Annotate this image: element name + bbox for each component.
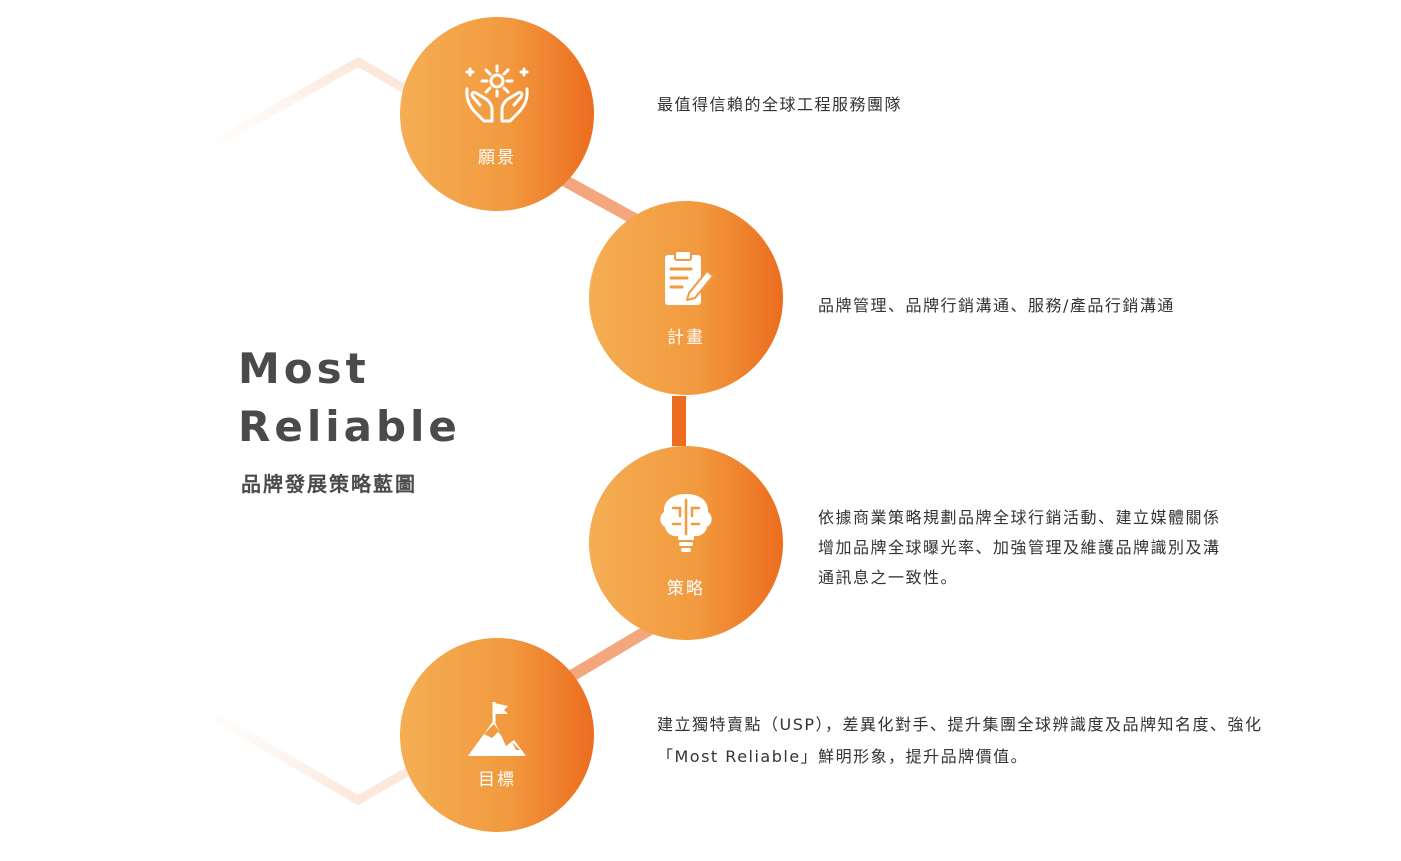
strategy-label: 策略	[667, 579, 705, 599]
hands-sparkle-icon	[465, 64, 529, 123]
strategy-description-line-3: 通訊息之一致性。	[818, 568, 959, 587]
brain-bulb-icon	[660, 494, 712, 552]
plan-description: 品牌管理、品牌行銷溝通、服務/產品行銷溝通	[818, 296, 1175, 315]
title-line-2: Reliable	[238, 402, 461, 451]
plan-node: 計畫	[589, 201, 783, 395]
goal-node: 目標	[400, 638, 594, 832]
strategy-description-line-1: 依據商業策略規劃品牌全球行銷活動、建立媒體關係	[818, 508, 1221, 527]
strategy-description: 依據商業策略規劃品牌全球行銷活動、建立媒體關係增加品牌全球曝光率、加強管理及維護…	[818, 503, 1288, 593]
connector-1-2	[557, 172, 643, 228]
strategy-description-line-2: 增加品牌全球曝光率、加強管理及維護品牌識別及溝	[818, 538, 1221, 557]
title-line-1: Most	[238, 344, 370, 393]
strategy-node: 策略	[589, 446, 783, 640]
vision-label: 願景	[478, 148, 516, 168]
faded-hexagon-top-edge	[197, 56, 413, 156]
brand-subtitle: 品牌發展策略藍圖	[241, 472, 417, 496]
faded-hexagon-bottom-edge	[197, 704, 413, 806]
plan-label: 計畫	[667, 328, 705, 348]
goal-label: 目標	[478, 770, 516, 790]
goal-description: 建立獨特賣點（USP），差異化對手、提升集團全球辨識度及品牌知名度、強化「Mos…	[657, 715, 1263, 766]
vision-node: 願景	[400, 17, 594, 211]
connector-3-4	[564, 622, 656, 684]
clipboard-pen-icon	[665, 250, 714, 305]
vision-description: 最值得信賴的全球工程服務團隊	[657, 95, 903, 114]
mountain-flag-icon	[468, 702, 526, 756]
